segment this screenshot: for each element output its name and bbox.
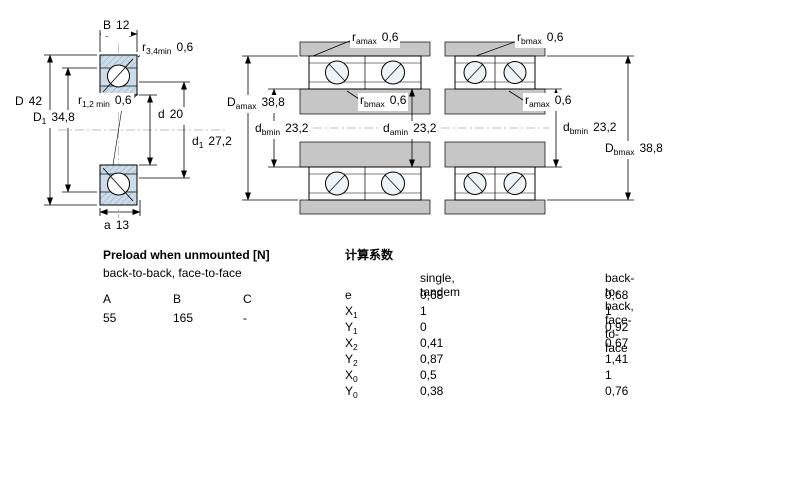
factors-row-x0: X0 0,5 1 [345, 368, 612, 384]
preload-title: Preload when unmounted [N] [103, 248, 270, 262]
preload-value-b: 165 [173, 311, 194, 325]
preload-subtitle: back-to-back, face-to-face [103, 266, 242, 280]
factors-row-y0: Y0 0,38 0,76 [345, 384, 629, 400]
single-bearing-drawing [58, 44, 225, 222]
factors-col1-header: single, tandem [420, 271, 461, 299]
preload-header-a: A [103, 292, 112, 306]
factors-title: 计算系数 [345, 248, 394, 262]
factors-row-x1: X1 1 1 [345, 304, 612, 320]
preload-value-c: - [243, 311, 247, 325]
factors-row-e: e 0,68 0,68 [345, 288, 629, 302]
pair-back-to-back-drawing [296, 41, 434, 215]
factors-col2-header: back-to-back, face-to-face [605, 271, 635, 355]
pair-face-to-face-drawing [441, 41, 549, 215]
preload-header-c: C [243, 292, 252, 306]
factors-row-x2: X2 0,41 0,67 [345, 336, 629, 352]
bearing-drawings [44, 30, 634, 222]
preload-header-b: B [173, 292, 182, 306]
factors-row-y2: Y2 0,87 1,41 [345, 352, 629, 368]
factors-row-y1: Y1 0 0,92 [345, 320, 629, 336]
factors-header-row: single, tandem back-to-back, face-to-fac… [345, 271, 634, 355]
preload-table: Preload when unmounted [N] back-to-back,… [103, 248, 313, 325]
preload-value-a: 55 [103, 311, 117, 325]
calculation-factors-table: 计算系数 single, tandem back-to-back, face-t… [345, 248, 634, 400]
